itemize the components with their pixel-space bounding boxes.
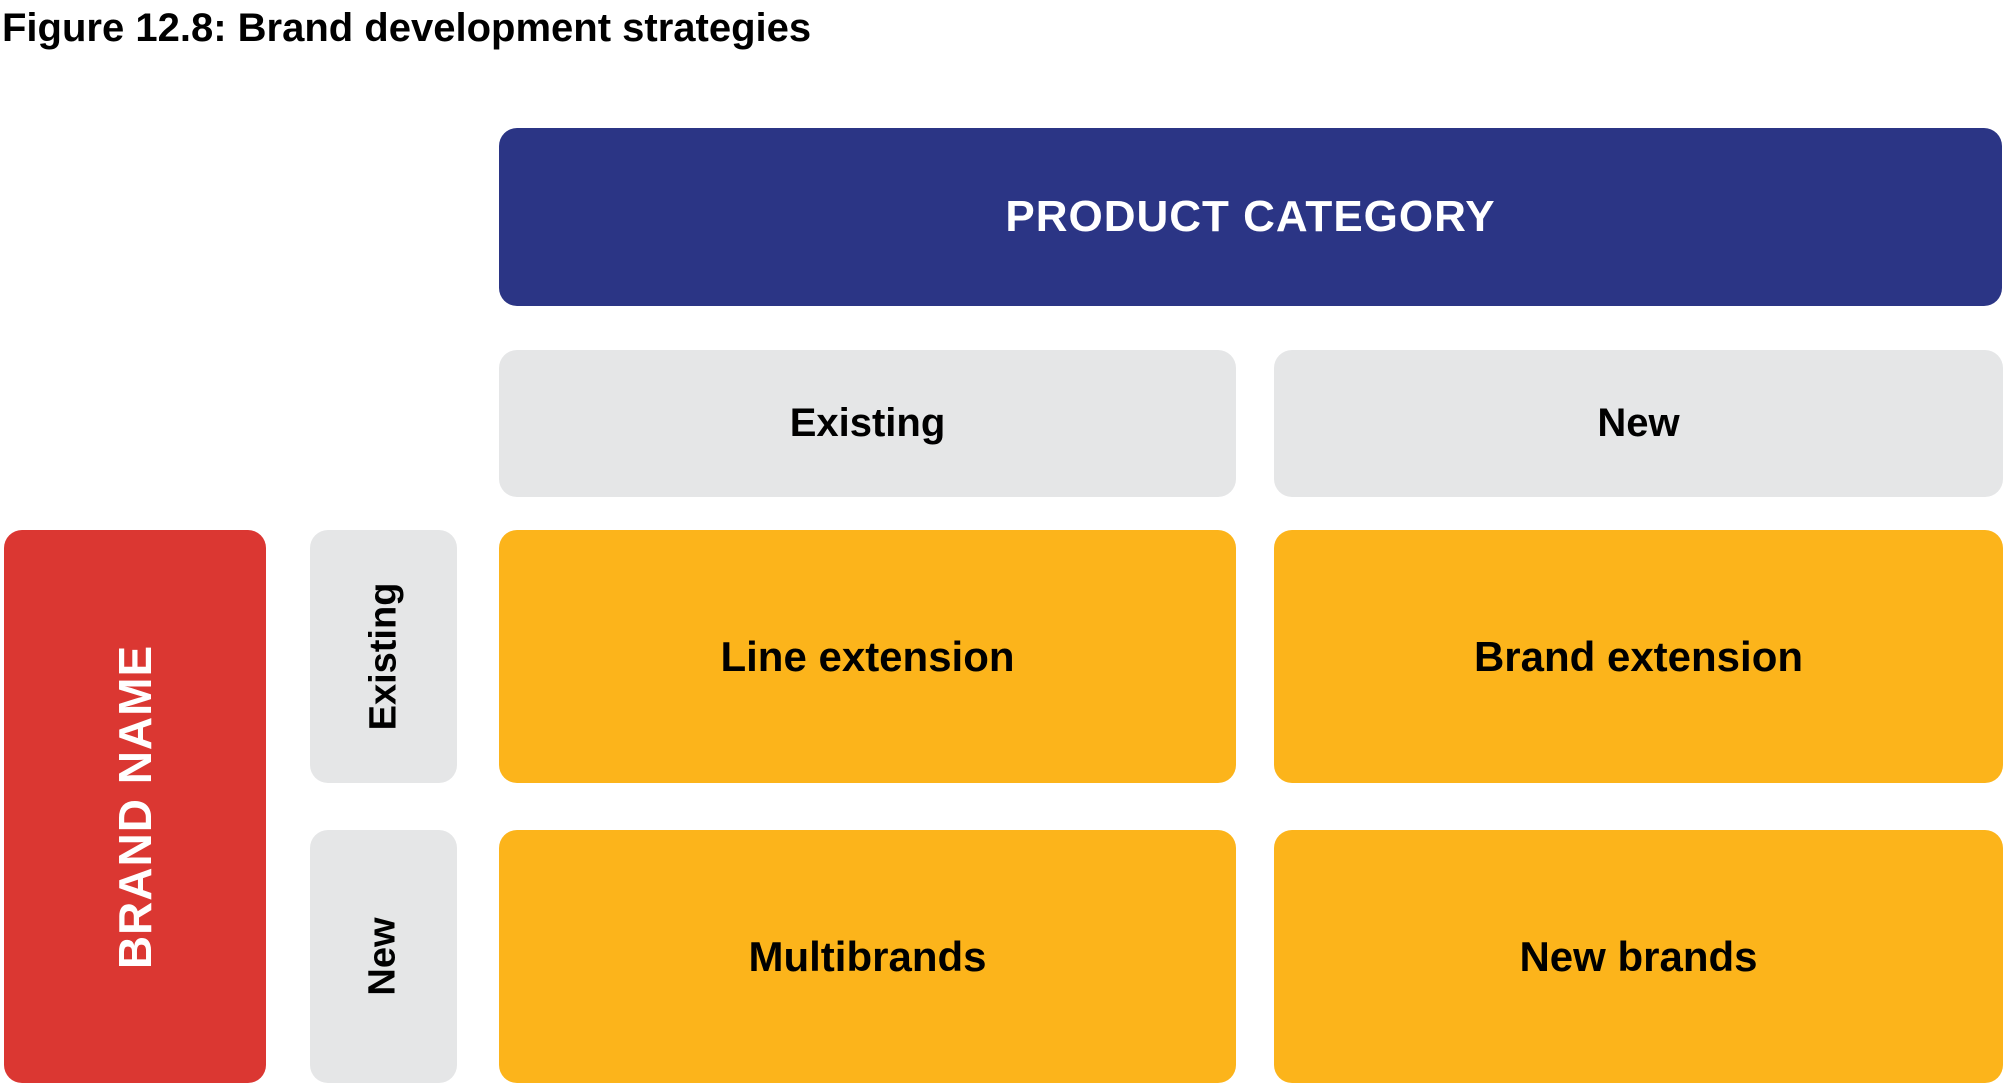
column-header-new-label: New xyxy=(1597,401,1680,445)
cell-multibrands: Multibrands xyxy=(499,830,1236,1083)
row-header-new-label: New xyxy=(361,917,404,996)
cell-new-brands: New brands xyxy=(1274,830,2003,1083)
cell-multibrands-label: Multibrands xyxy=(748,932,987,980)
row-header-new: New xyxy=(310,830,457,1083)
cell-line-extension-label: Line extension xyxy=(720,632,1015,680)
brand-name-axis-label: BRAND NAME xyxy=(109,644,162,969)
cell-line-extension: Line extension xyxy=(499,530,1236,783)
cell-new-brands-label: New brands xyxy=(1519,932,1758,980)
column-header-new: New xyxy=(1274,350,2003,497)
cell-brand-extension-label: Brand extension xyxy=(1473,632,1804,680)
product-category-axis-header: PRODUCT CATEGORY xyxy=(499,128,2002,306)
row-header-existing: Existing xyxy=(310,530,457,783)
column-header-existing-label: Existing xyxy=(789,401,946,445)
column-header-existing: Existing xyxy=(499,350,1236,497)
product-category-axis-label: PRODUCT CATEGORY xyxy=(1005,192,1496,241)
cell-brand-extension: Brand extension xyxy=(1274,530,2003,783)
figure-title: Figure 12.8: Brand development strategie… xyxy=(2,6,812,50)
row-header-existing-label: Existing xyxy=(362,582,404,731)
brand-name-axis-header: BRAND NAME xyxy=(4,530,266,1083)
